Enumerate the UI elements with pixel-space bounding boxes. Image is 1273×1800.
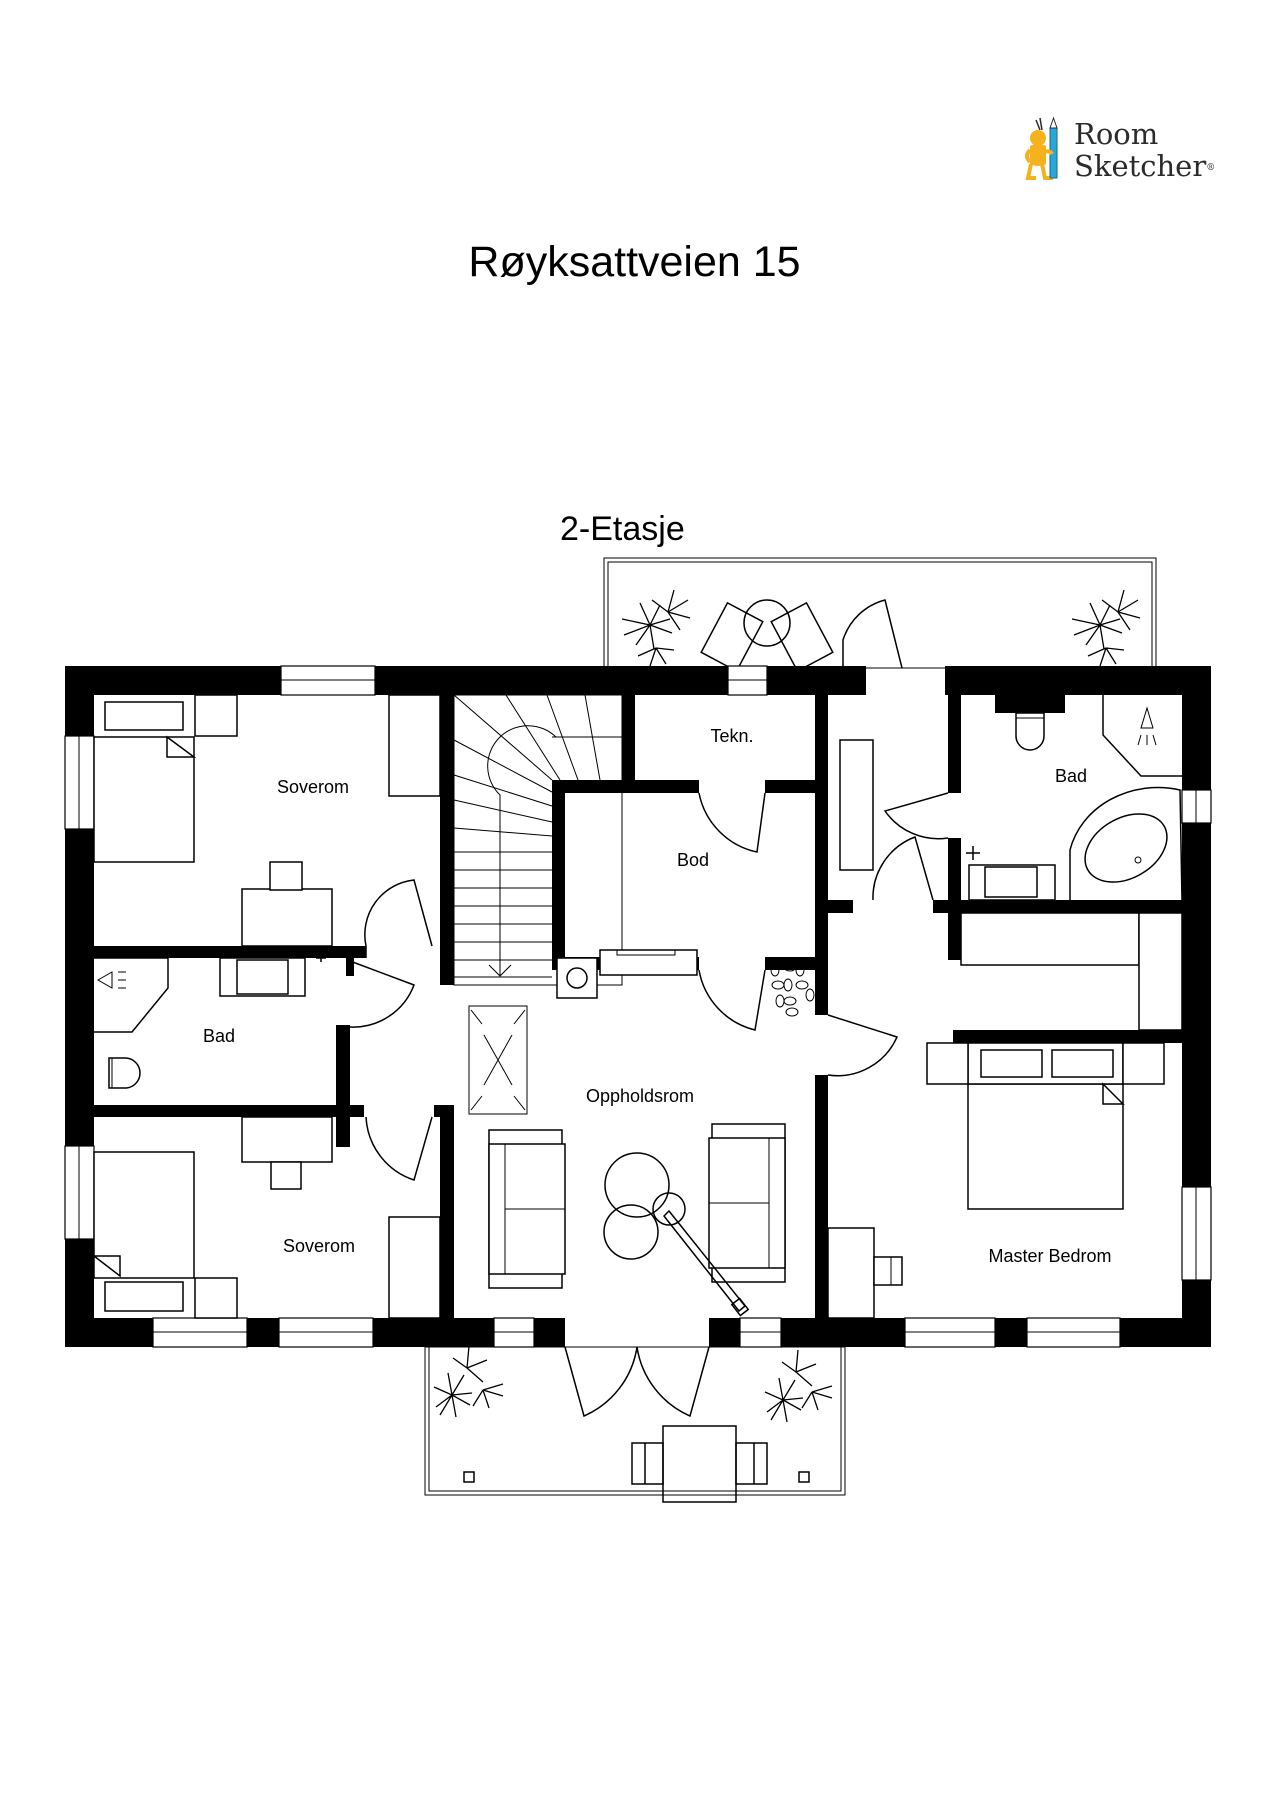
- logo-line2: Sketcher: [1074, 149, 1207, 183]
- floor-label: 2-Etasje: [560, 510, 685, 548]
- room-label-tekn: Tekn.: [710, 726, 753, 746]
- shower: [94, 957, 169, 1033]
- room-label-bod: Bod: [677, 850, 709, 870]
- logo-wordmark: Room Sketcher®: [1074, 118, 1215, 182]
- nightstand: [926, 1042, 969, 1085]
- pillow: [104, 1281, 184, 1312]
- shower-head-icon: [96, 971, 126, 989]
- cabinet: [839, 739, 874, 871]
- stair-direction-arrow: [487, 725, 622, 975]
- plant-icon: [433, 1345, 504, 1418]
- page-title: Røyksattveien 15: [468, 238, 801, 286]
- nightstand: [194, 1277, 238, 1319]
- rug: [468, 1005, 528, 1115]
- room-label-soverom-1: Soverom: [277, 777, 349, 797]
- desk: [241, 888, 333, 947]
- faucet: [316, 954, 326, 962]
- doors: [349, 792, 949, 1181]
- floor-lamp: [652, 1192, 686, 1226]
- room-label-bad-2: Bad: [1055, 766, 1087, 786]
- pillow: [104, 701, 184, 731]
- room-label-oppholdsrom: Oppholdsrom: [586, 1086, 694, 1106]
- oppholdsrom-furniture: [468, 949, 815, 1317]
- bad-1-furniture: [94, 954, 326, 1089]
- nightstand: [194, 694, 238, 737]
- pillow: [1051, 1049, 1114, 1078]
- desk: [241, 1116, 333, 1163]
- plant-icon: [1071, 589, 1141, 667]
- bed: [93, 736, 195, 863]
- roomsketcher-logo: Room Sketcher®: [1022, 112, 1222, 192]
- outer-walls: [65, 666, 1211, 1347]
- pencil-mascot-icon: [1025, 116, 1058, 180]
- bed: [967, 1083, 1124, 1210]
- shower-head-icon: [1137, 706, 1157, 746]
- chair: [270, 1161, 302, 1190]
- soverom-1-furniture: [93, 694, 441, 947]
- soverom-2-furniture: [91, 1116, 441, 1319]
- faucet: [966, 846, 980, 860]
- wardrobe: [960, 912, 1140, 966]
- pillow: [980, 1049, 1043, 1078]
- wardrobe: [388, 694, 441, 797]
- nightstand: [1122, 1042, 1165, 1085]
- windows: [64, 665, 1212, 1348]
- toilet: [108, 1057, 141, 1089]
- wardrobe: [388, 1216, 441, 1319]
- staircase: [453, 694, 623, 986]
- plant-icon: [770, 962, 815, 1017]
- tv-bench: [599, 949, 698, 976]
- bathtub: [1069, 786, 1183, 901]
- registered-mark: ®: [1206, 163, 1216, 173]
- bad-2-furniture: [966, 695, 1183, 901]
- room-label-soverom-2: Soverom: [283, 1236, 355, 1256]
- interior-walls: [94, 695, 1182, 1318]
- chair: [269, 861, 303, 891]
- top-balcony: [603, 557, 1157, 673]
- master-bedroom-furniture: [827, 1042, 1165, 1319]
- room-label-master-bedroom: Master Bedrom: [988, 1246, 1111, 1266]
- bottom-balcony: [424, 1345, 846, 1503]
- coffee-table: [604, 1152, 670, 1218]
- room-label-bad-1: Bad: [203, 1026, 235, 1046]
- plant-icon: [764, 1349, 833, 1423]
- chair: [873, 1256, 903, 1286]
- corridor-furniture: [839, 739, 1183, 1031]
- toilet: [1015, 712, 1045, 751]
- plant-icon: [621, 589, 691, 667]
- logo-line1: Room: [1074, 117, 1159, 151]
- desk: [827, 1227, 875, 1319]
- shower: [1102, 695, 1182, 777]
